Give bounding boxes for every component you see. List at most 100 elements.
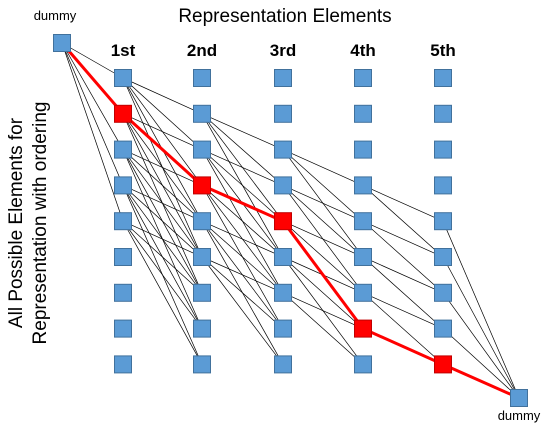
edge-c3r3-c4r5 <box>282 149 364 222</box>
node-c3-r2 <box>274 104 292 123</box>
node-c1-r2 <box>114 104 132 123</box>
dummy-start-node <box>53 34 71 52</box>
edge-c3r3-c4r4 <box>282 149 364 186</box>
column-label-3: 3rd <box>270 41 296 60</box>
edge-c3r6-c4r8 <box>282 256 364 329</box>
node-c4-r4 <box>354 176 372 195</box>
node-c5-r4 <box>434 176 452 195</box>
node-c1-r1 <box>114 69 132 87</box>
node-c2-r3 <box>193 140 211 159</box>
edge-c1r4-c2r6 <box>122 185 203 258</box>
edge-c5r5-to-end <box>442 221 520 399</box>
edge-c3r7-c4r9 <box>282 292 364 365</box>
edge-c3r4-c4r5 <box>282 185 364 222</box>
edge-start-to-c1r1 <box>61 42 124 79</box>
node-c2-r7 <box>193 283 211 302</box>
node-c5-r7 <box>434 283 452 302</box>
node-layer <box>53 34 528 407</box>
node-c5-r2 <box>434 104 452 123</box>
node-c4-r6 <box>354 248 372 266</box>
node-c1-r9 <box>114 355 132 374</box>
edge-c2r6-c3r7 <box>201 256 284 294</box>
edge-c2r5-c3r6 <box>201 220 284 258</box>
edge-start-to-c1r3 <box>61 42 124 150</box>
node-c2-r9 <box>193 355 211 374</box>
path-segment-3 <box>201 184 284 223</box>
node-c3-r8 <box>274 319 292 338</box>
edge-c3r4-c4r6 <box>282 185 364 258</box>
edge-c1r3-c2r4 <box>122 149 203 186</box>
node-c5-r9 <box>434 355 452 374</box>
edge-c1r5-c2r7 <box>122 220 203 294</box>
node-c3-r4 <box>274 176 292 195</box>
edge-c1r5-c2r6 <box>122 220 203 258</box>
node-c4-r1 <box>354 69 372 87</box>
selected-path-layer <box>60 42 520 400</box>
column-label-2: 2nd <box>187 41 217 60</box>
edge-c1r5-c2r8 <box>122 220 203 329</box>
node-c4-r3 <box>354 140 372 159</box>
path-segment-4 <box>281 220 365 330</box>
path-segment-1 <box>60 42 125 115</box>
dummy-end-label: dummy <box>498 408 541 423</box>
edge-c4r5-c5r6 <box>362 220 444 258</box>
node-c3-r7 <box>274 283 292 302</box>
column-label-4: 4th <box>350 41 376 60</box>
node-c2-r8 <box>193 319 211 338</box>
node-c2-r1 <box>193 69 211 87</box>
edge-c2r2-c3r3 <box>201 113 284 150</box>
edge-c1r5-c2r9 <box>122 221 203 365</box>
edge-c2r4-c3r6 <box>201 185 284 258</box>
node-c5-r3 <box>434 140 452 159</box>
node-c1-r7 <box>114 283 132 302</box>
edge-c4r5-c5r7 <box>362 220 444 294</box>
node-c1-r8 <box>114 319 132 338</box>
node-c1-r6 <box>114 248 132 266</box>
edge-c4r6-c5r7 <box>362 256 444 294</box>
edge-c4r4-c5r5 <box>362 185 444 222</box>
node-c2-r2 <box>193 104 211 123</box>
edge-c1r1-c2r2 <box>122 77 203 115</box>
y-axis-label-line2: Representation with ordering <box>30 102 51 345</box>
edge-c2r6-c3r9 <box>201 256 284 365</box>
node-c3-r5 <box>274 212 292 231</box>
dummy-end-node <box>510 389 528 407</box>
edge-c3r7-c4r8 <box>282 292 364 329</box>
node-c4-r7 <box>354 283 372 302</box>
column-label-5: 5th <box>430 41 456 60</box>
diagram-title: Representation Elements <box>178 6 391 27</box>
node-c4-r2 <box>354 104 372 123</box>
node-c3-r6 <box>274 248 292 266</box>
node-c5-r5 <box>434 212 452 231</box>
edge-c3r5-c4r7 <box>282 220 364 294</box>
dummy-start-label: dummy <box>34 8 77 23</box>
edge-c4r6-c5r8 <box>362 256 444 329</box>
node-c1-r5 <box>114 212 132 231</box>
node-c5-r6 <box>434 248 452 266</box>
node-c3-r9 <box>274 355 292 374</box>
edge-c2r6-c3r8 <box>201 256 284 329</box>
path-segment-5 <box>362 327 444 366</box>
node-c3-r3 <box>274 140 292 159</box>
node-c1-r4 <box>114 176 132 195</box>
edge-c1r1-c2r3 <box>122 77 203 150</box>
path-segment-6 <box>442 363 520 400</box>
path-segment-2 <box>121 112 204 187</box>
edge-c2r2-c3r4 <box>201 113 284 186</box>
edge-c1r4-c2r5 <box>122 185 203 222</box>
edge-c5r6-to-end <box>442 256 520 399</box>
node-c4-r5 <box>354 212 372 231</box>
edge-c1r3-c2r5 <box>122 149 203 222</box>
edge-start-to-c1r5 <box>61 42 124 222</box>
node-c4-r9 <box>354 355 372 374</box>
column-label-1: 1st <box>111 41 136 60</box>
node-c1-r3 <box>114 140 132 159</box>
edge-c2r3-c3r4 <box>201 149 284 186</box>
node-c2-r6 <box>193 248 211 266</box>
edge-c2r3-c3r5 <box>201 149 284 222</box>
y-axis-label-line1: All Possible Elements for <box>6 117 27 328</box>
node-c2-r5 <box>193 212 211 231</box>
edge-c2r5-c3r7 <box>201 220 284 294</box>
node-c5-r1 <box>434 69 452 87</box>
